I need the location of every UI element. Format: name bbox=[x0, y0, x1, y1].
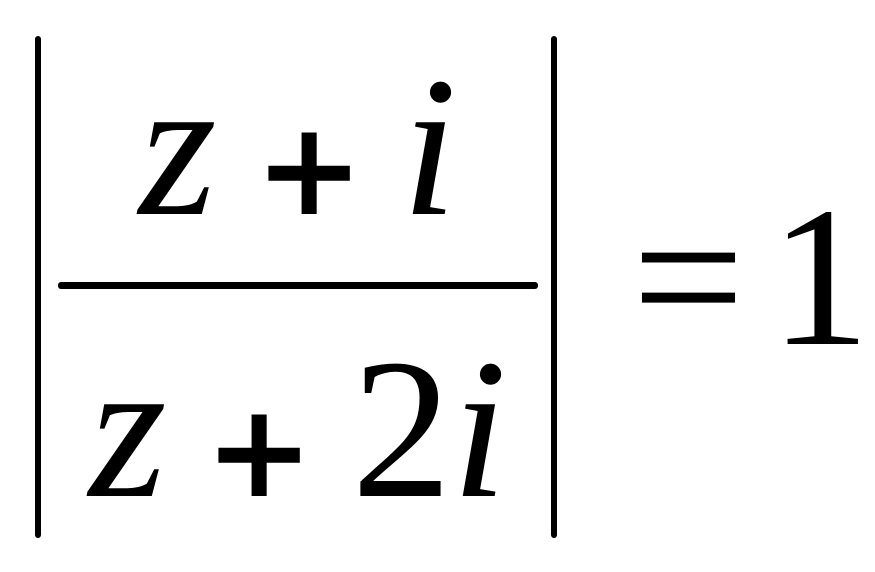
fraction-line bbox=[58, 282, 538, 289]
numerator: z + i bbox=[60, 48, 536, 248]
denominator-coefficient: 2 bbox=[351, 319, 452, 540]
right-side-value: 1 bbox=[770, 167, 870, 388]
denominator-variable-z: z bbox=[88, 319, 167, 540]
absolute-value-left-bar bbox=[35, 36, 41, 538]
absolute-value-right-bar bbox=[551, 36, 557, 538]
denominator-plus-sign: + bbox=[204, 375, 314, 527]
denominator: z + 2 i bbox=[60, 330, 536, 530]
numerator-variable-z: z bbox=[138, 37, 217, 258]
equals-sign: = bbox=[632, 167, 745, 388]
denominator-imaginary-i: i bbox=[451, 319, 508, 540]
numerator-plus-sign: + bbox=[254, 93, 364, 245]
numerator-imaginary-i: i bbox=[401, 37, 458, 258]
